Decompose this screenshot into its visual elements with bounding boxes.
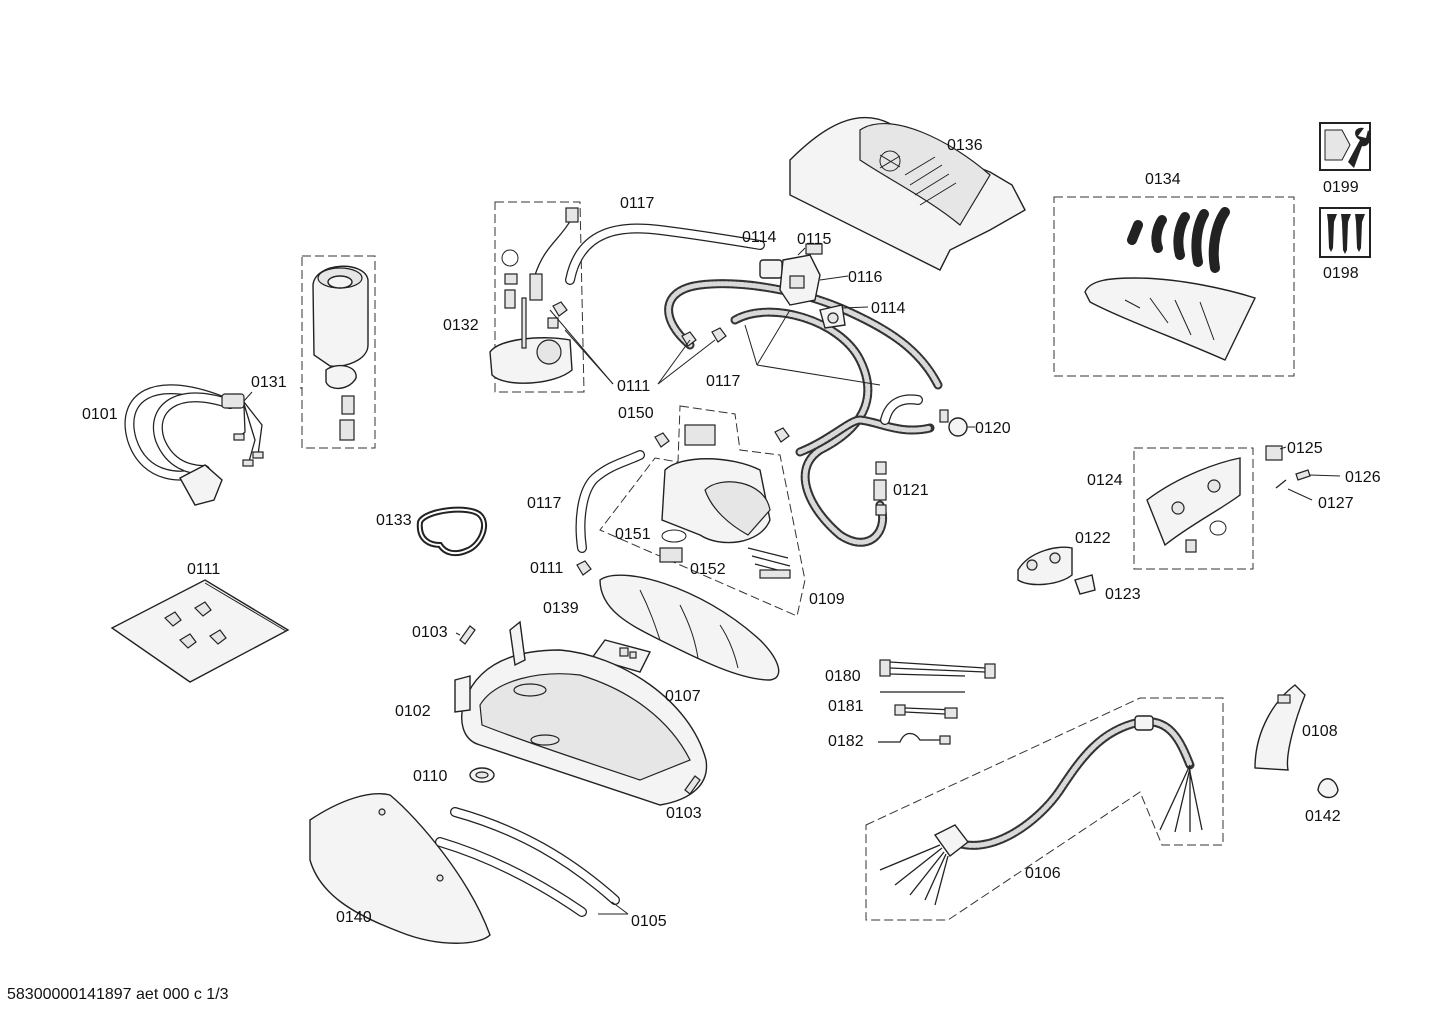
label-0116: 0116 <box>848 269 883 286</box>
wrench-nut-icon <box>1319 122 1371 171</box>
label-0136: 0136 <box>947 137 983 154</box>
label-0122: 0122 <box>1075 530 1111 547</box>
label-0101: 0101 <box>82 406 118 423</box>
label-0120: 0120 <box>975 420 1011 437</box>
document-footer-code: 58300000141897 aet 000 c 1/3 <box>7 986 229 1003</box>
steam-hose-part <box>865 697 1224 921</box>
label-0124: 0124 <box>1087 472 1123 489</box>
handle-side-part <box>1254 684 1339 799</box>
label-0105: 0105 <box>631 913 667 930</box>
clip-bag-part <box>110 579 290 683</box>
pump-base-part <box>489 201 585 393</box>
label-0111-upper: 0111 <box>617 378 650 395</box>
trim-strip-parts <box>435 807 629 917</box>
boiler-part <box>599 405 806 617</box>
label-0198: 0198 <box>1323 265 1359 282</box>
label-0117-top: 0117 <box>620 195 655 212</box>
valve-connectors <box>873 409 975 516</box>
label-0199: 0199 <box>1323 179 1359 196</box>
label-0107: 0107 <box>665 688 701 705</box>
label-0180: 0180 <box>825 668 861 685</box>
label-0150: 0150 <box>618 405 654 422</box>
soleplate-shell-part <box>309 793 491 944</box>
label-0121: 0121 <box>893 482 929 499</box>
circuit-board-part <box>590 639 652 673</box>
label-0182: 0182 <box>828 733 864 750</box>
control-panel-part <box>1017 445 1341 595</box>
label-0117-mid: 0117 <box>706 373 741 390</box>
label-0140: 0140 <box>336 909 372 926</box>
label-0103-upper: 0103 <box>412 624 448 641</box>
label-0127: 0127 <box>1318 495 1354 512</box>
label-0139: 0139 <box>543 600 579 617</box>
label-0117-low: 0117 <box>527 495 562 512</box>
clip-parts <box>549 301 790 576</box>
label-0103-lower: 0103 <box>666 805 702 822</box>
label-0123: 0123 <box>1105 586 1141 603</box>
label-0133: 0133 <box>376 512 412 529</box>
label-0126: 0126 <box>1345 469 1381 486</box>
wire-set-parts <box>878 659 996 745</box>
upper-housing-part <box>789 117 1026 271</box>
label-0131: 0131 <box>251 374 287 391</box>
label-0114-top: 0114 <box>742 229 777 246</box>
label-0106: 0106 <box>1025 865 1061 882</box>
handle-cover-part <box>599 574 780 681</box>
base-frame-part <box>454 620 708 806</box>
label-0152: 0152 <box>690 561 726 578</box>
hose-parts <box>565 223 943 553</box>
screw-parts <box>455 625 701 795</box>
label-0181: 0181 <box>828 698 864 715</box>
label-0114-mid: 0114 <box>871 300 906 317</box>
pump-part <box>759 243 869 329</box>
label-0132: 0132 <box>443 317 479 334</box>
label-0111-lower: 0111 <box>530 560 563 577</box>
screws-icon <box>1319 207 1371 258</box>
soleplate-cover-part <box>1053 196 1295 377</box>
label-0142: 0142 <box>1305 808 1341 825</box>
label-0125: 0125 <box>1287 440 1323 457</box>
label-0109: 0109 <box>809 591 845 608</box>
gasket-part <box>416 506 488 557</box>
water-tank-part <box>300 255 376 449</box>
power-cord-part <box>124 384 264 506</box>
label-0115: 0115 <box>797 231 832 248</box>
label-0110: 0110 <box>413 768 448 785</box>
label-0151: 0151 <box>615 526 651 543</box>
label-0102: 0102 <box>395 703 431 720</box>
label-0111-left: 0111 <box>187 561 220 578</box>
label-0108: 0108 <box>1302 723 1338 740</box>
label-0134: 0134 <box>1145 171 1181 188</box>
